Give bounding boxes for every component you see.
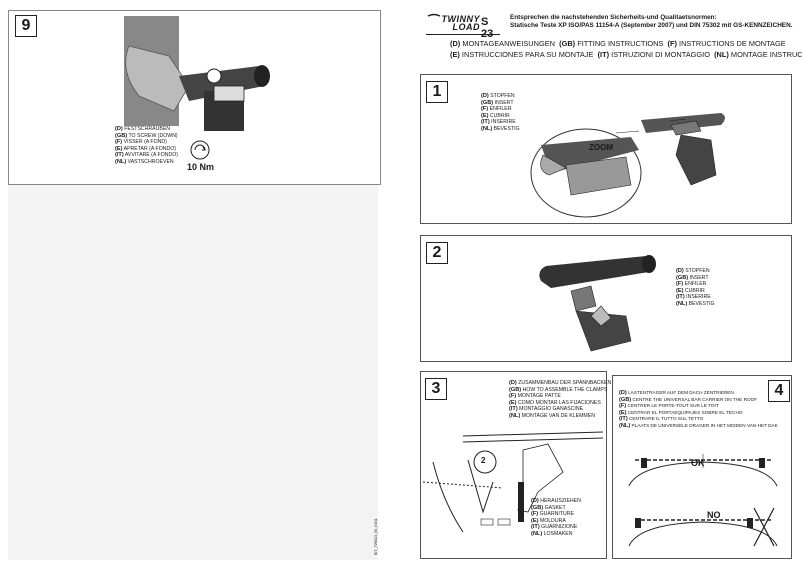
model-name: S 23 <box>481 16 494 40</box>
label-row: (GB) TO SCREW (DOWN) <box>115 132 178 139</box>
label-row: (GB) GASKET <box>531 504 566 511</box>
step-number: 1 <box>426 81 448 103</box>
label-row: (F) VISSER (A FOND) <box>115 139 167 146</box>
side-code: BIT_TWI023_00_N031 <box>374 518 378 555</box>
label-row: (IT) INSERIRE <box>676 294 711 301</box>
step-9-labels: (D) FESTSCHRAUBEN (GB) TO SCREW (DOWN) (… <box>115 126 178 166</box>
label-row: (NL) PLAATS DE UNIVERSELE DRAGER IN HET … <box>619 422 778 429</box>
step-9-panel: 9 (D) FESTSCHRAUBEN (GB) TO SCREW (DOWN)… <box>8 10 381 185</box>
label-row: (E) MOLDURA <box>531 517 566 524</box>
label-row: (NL) MONTAGE VAN DE KLEMMEN <box>509 412 595 419</box>
language-line-1: (D) MONTAGEANWEISUNGEN (GB) FITTING INST… <box>450 39 786 48</box>
language-line-2: (E) INSTRUCCIONES PARA SU MONTAJE (IT) I… <box>450 50 802 59</box>
header: TWINNY LOAD S 23 Entsprechen die nachste… <box>420 10 802 62</box>
no-label: NO <box>707 510 721 520</box>
page-background-strip <box>8 185 378 560</box>
label-row: (GB) INSERT <box>676 274 709 281</box>
label-row: (NL) BEVESTIG <box>676 300 715 307</box>
brand-logo: TWINNY LOAD S 23 <box>426 12 500 40</box>
step-number: 3 <box>425 378 447 400</box>
step-4-labels: (D) LASTENTRAGER AUF DEM DACH ZENTRIEREN… <box>619 390 778 430</box>
label-row: (E) COMO MONTAR LAS FIJACIONES <box>509 399 601 406</box>
label-row: (D) ZUSAMMENBAU DER SPANNBACKEN <box>509 380 612 386</box>
step-number: 9 <box>15 15 37 37</box>
step-3-circle-number: 2 <box>481 456 486 465</box>
step-3-illustration <box>423 431 604 533</box>
label-row: (F) MONTAGE PATTE <box>509 393 561 400</box>
step-1-illustration <box>530 113 725 218</box>
label-row: (IT) MONTAGGIO GANASCINE <box>509 406 584 413</box>
step-4-panel: 4 (D) LASTENTRAGER AUF DEM DACH ZENTRIER… <box>612 375 792 559</box>
label-row: (NL) VASTSCHROEVEN <box>115 158 174 165</box>
label-row: (NL) BEVESTIG <box>481 125 520 132</box>
step-1-panel: 1 (D) STOPFEN (GB) INSERT (F) ENFILER (E… <box>420 74 792 224</box>
norm-line-2: Statische Teste XP ISO/PAS 11154-A (Sept… <box>510 22 793 29</box>
step-3-labels-bottom: (D) HERAUSZIEHEN (GB) GASKET (F) GUARNIT… <box>531 498 581 538</box>
norm-text: Entsprechen die nachstehenden Sicherheit… <box>510 14 795 30</box>
label-row: (F) ENFILER <box>676 281 707 288</box>
label-row: (IT) CENTRARE IL TUTTO SUL TETTO <box>619 416 704 423</box>
step-3-panel: 3 (D) ZUSAMMENBAU DER SPANNBACKEN (GB) H… <box>420 371 611 559</box>
label-row: (E) CENTRAR EL PORTAEQUIPAJES SOBRE EL T… <box>619 409 743 416</box>
label-row: (D) STOPFEN <box>676 268 710 274</box>
label-row: (F) CENTRER LE PORTE-TOUT SUR LE TOIT <box>619 403 719 410</box>
ok-label: OK <box>691 458 705 468</box>
label-row: (E) CUBRIR <box>481 112 510 119</box>
torque-value: 10 Nm <box>187 162 215 172</box>
label-row: (NL) LOSMAKEN <box>531 530 573 537</box>
step-4-illustration <box>628 454 778 547</box>
step-number: 2 <box>426 242 448 264</box>
step-2-labels: (D) STOPFEN (GB) INSERT (F) ENFILER (E) … <box>676 268 715 308</box>
torque-wrench-icon <box>190 140 210 160</box>
label-row: (F) ENFILER <box>481 106 512 113</box>
label-row: (GB) HOW TO ASSEMBLE THE CLAMPS <box>509 386 608 393</box>
step-1-labels: (D) STOPFEN (GB) INSERT (F) ENFILER (E) … <box>481 93 520 133</box>
label-row: (D) FESTSCHRAUBEN <box>115 126 171 132</box>
label-row: (GB) CENTRE THE UNIVERSAL BAR CARRIER ON… <box>619 396 758 403</box>
label-row: (D) STOPFEN <box>481 93 515 99</box>
step-number: 4 <box>768 380 790 402</box>
label-row: (IT) AVVITARE (A FONDO) <box>115 152 178 159</box>
brand-swoosh-icon <box>427 13 441 17</box>
brand-name: TWINNY LOAD <box>441 14 480 32</box>
zoom-label: ZOOM <box>589 143 613 152</box>
step-2-panel: 2 (D) STOPFEN (GB) INSERT (F) ENFILER (E… <box>420 235 792 362</box>
label-row: (IT) GUARNIZIONE <box>531 524 578 531</box>
label-row: (IT) INSERIRE <box>481 119 516 126</box>
step-2-illustration <box>539 255 656 352</box>
step-3-labels-top: (D) ZUSAMMENBAU DER SPANNBACKEN (GB) HOW… <box>509 380 611 420</box>
label-row: (GB) INSERT <box>481 99 514 106</box>
norm-line-1: Entsprechen die nachstehenden Sicherheit… <box>510 14 717 21</box>
label-row: (E) CUBRIR <box>676 287 705 294</box>
label-row: (D) HERAUSZIEHEN <box>531 498 581 504</box>
step-9-illustration <box>124 16 270 131</box>
label-row: (D) LASTENTRAGER AUF DEM DACH ZENTRIEREN <box>619 390 734 396</box>
label-row: (E) APRETAR (A FONDO) <box>115 145 176 152</box>
label-row: (F) GUARNITURE <box>531 511 574 518</box>
